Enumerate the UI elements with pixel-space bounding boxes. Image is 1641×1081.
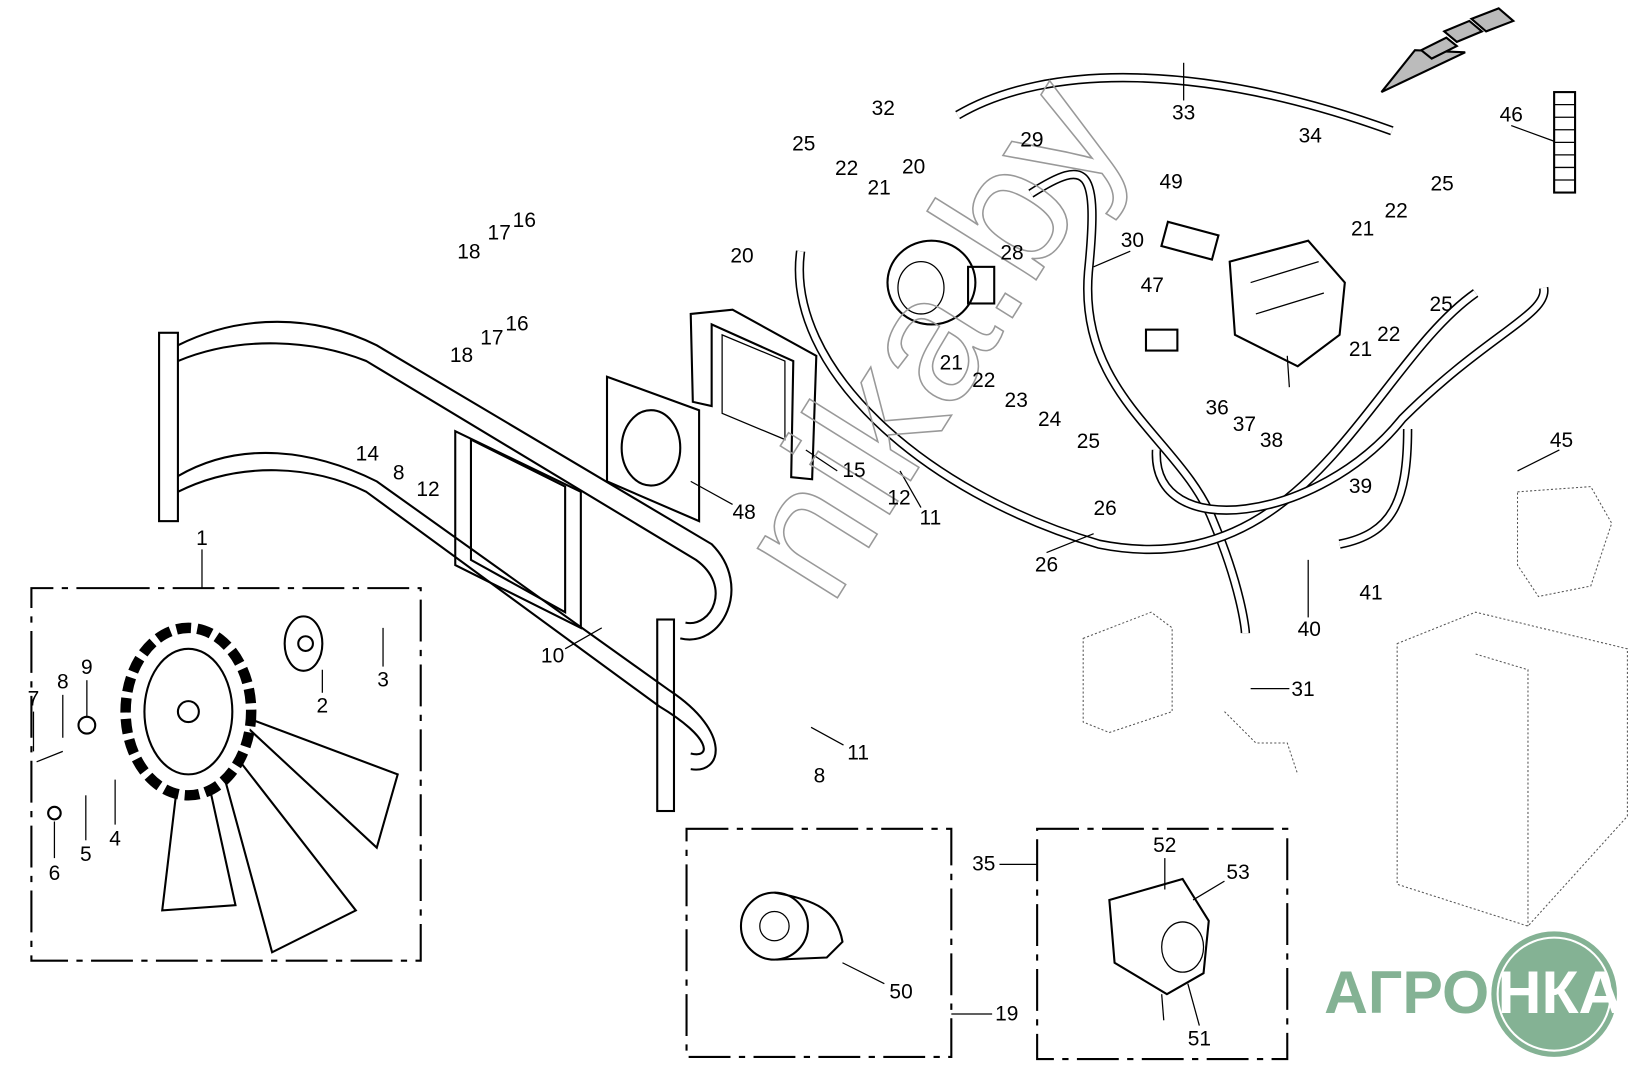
nut <box>47 805 62 821</box>
callout-8: 8 <box>814 765 826 788</box>
callout-33: 33 <box>1172 101 1195 124</box>
callout-38: 38 <box>1260 429 1283 452</box>
callout-16: 16 <box>505 313 528 336</box>
callout-21: 21 <box>867 177 890 200</box>
callout-25: 25 <box>1429 293 1452 316</box>
callout-18: 18 <box>457 240 480 263</box>
callout-32: 32 <box>872 97 895 120</box>
mounting-frame <box>158 308 818 813</box>
callout-47: 47 <box>1141 274 1164 297</box>
callout-19: 19 <box>995 1002 1018 1025</box>
callout-14: 14 <box>356 442 380 465</box>
callout-52: 52 <box>1153 834 1176 857</box>
callout-22: 22 <box>835 157 858 180</box>
hoses <box>794 72 1549 634</box>
callout-7: 7 <box>28 687 40 710</box>
detail-box-19 <box>685 827 953 1058</box>
callout-8: 8 <box>57 671 69 694</box>
detail-box-35 <box>1036 827 1289 1061</box>
callout-8: 8 <box>393 461 405 484</box>
sleeve-46 <box>1553 91 1577 194</box>
callout-53: 53 <box>1226 861 1249 884</box>
callout-21: 21 <box>940 351 963 374</box>
callout-17: 17 <box>480 326 503 349</box>
callout-15: 15 <box>842 459 865 482</box>
callout-9: 9 <box>81 656 93 679</box>
callout-23: 23 <box>1005 389 1028 412</box>
logo-text-right: НКА <box>1498 958 1623 1026</box>
callout-20: 20 <box>902 156 925 179</box>
callout-45: 45 <box>1550 429 1573 452</box>
agronka-logo: АГРО НКА <box>1324 931 1622 1057</box>
tank-ghost <box>1396 486 1628 927</box>
fan <box>120 622 399 954</box>
callout-3: 3 <box>377 668 389 691</box>
pump-left <box>886 239 996 326</box>
direction-arrow-icon <box>1380 7 1516 94</box>
callout-12: 12 <box>416 478 439 501</box>
callout-18: 18 <box>450 344 473 367</box>
callout-25: 25 <box>792 133 815 156</box>
callout-36: 36 <box>1206 396 1229 419</box>
sensor-47 <box>1144 328 1179 352</box>
callout-22: 22 <box>1377 323 1400 346</box>
logo-text-left: АГРО <box>1324 958 1489 1026</box>
callout-16: 16 <box>513 209 536 232</box>
callout-1: 1 <box>196 527 208 550</box>
callout-40: 40 <box>1298 618 1321 641</box>
pump-51 <box>1108 877 1210 1021</box>
callout-41: 41 <box>1359 582 1382 605</box>
callout-11: 11 <box>920 506 942 529</box>
callout-6: 6 <box>49 862 61 885</box>
callout-11: 11 <box>847 742 869 765</box>
fan-hub <box>283 615 324 672</box>
pump-right <box>1228 239 1346 388</box>
callout-49: 49 <box>1159 170 1182 193</box>
callout-26: 26 <box>1035 553 1058 576</box>
callout-25: 25 <box>1431 172 1454 195</box>
callout-labels: 1234567891011118128141215161718161718202… <box>28 97 1573 1050</box>
callout-28: 28 <box>1000 242 1023 265</box>
callout-20: 20 <box>730 245 753 268</box>
callout-50: 50 <box>889 980 912 1003</box>
callout-48: 48 <box>732 501 755 524</box>
callout-5: 5 <box>80 843 92 866</box>
sensor-49 <box>1160 220 1220 261</box>
callout-10: 10 <box>541 644 564 667</box>
motor-50 <box>739 891 844 961</box>
callout-17: 17 <box>488 222 511 245</box>
callout-21: 21 <box>1351 217 1374 240</box>
callout-4: 4 <box>109 828 121 851</box>
callout-39: 39 <box>1349 475 1372 498</box>
callout-46: 46 <box>1500 103 1523 126</box>
callout-29: 29 <box>1020 129 1043 152</box>
callout-37: 37 <box>1233 413 1256 436</box>
callout-34: 34 <box>1299 124 1323 147</box>
callout-22: 22 <box>972 369 995 392</box>
callout-35: 35 <box>972 853 995 876</box>
callout-24: 24 <box>1038 408 1062 431</box>
callout-21: 21 <box>1349 338 1372 361</box>
callout-2: 2 <box>317 695 329 718</box>
leader-lines <box>32 62 1560 1026</box>
callout-26: 26 <box>1094 497 1117 520</box>
callout-12: 12 <box>887 486 910 509</box>
fan-assembly-frame <box>30 587 422 962</box>
valve-block-ghost <box>1082 611 1299 775</box>
washer <box>77 715 97 735</box>
callout-31: 31 <box>1291 678 1314 701</box>
callout-30: 30 <box>1121 229 1144 252</box>
callout-51: 51 <box>1188 1027 1211 1050</box>
callout-22: 22 <box>1384 200 1407 223</box>
callout-25: 25 <box>1077 430 1100 453</box>
